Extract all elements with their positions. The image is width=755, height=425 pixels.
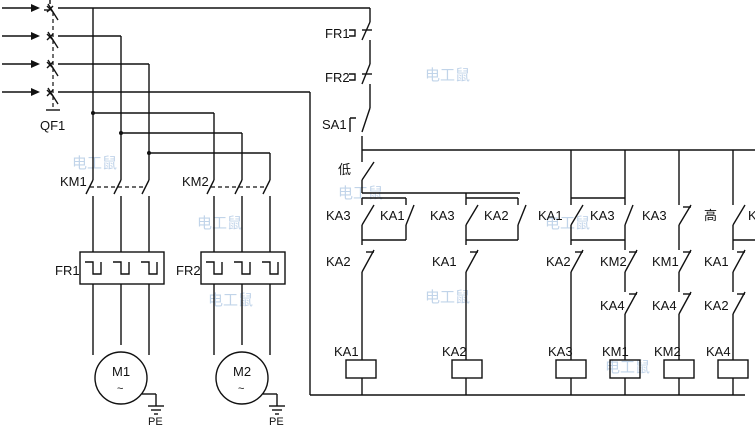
- c6-ka2: KA2: [704, 298, 729, 313]
- watermark-7: 电工鼠: [425, 288, 470, 306]
- m1-ground-label: PE: [148, 416, 163, 425]
- coil-ka4: [717, 359, 749, 379]
- c2-ka1: KA1: [432, 254, 457, 269]
- c5-coil-label: KM2: [654, 344, 681, 359]
- contactor-km2: KM2: [182, 174, 271, 252]
- m1-label: M1: [112, 364, 130, 379]
- high-label: 高: [704, 208, 717, 223]
- breaker-label: QF1: [40, 118, 65, 133]
- c3-ka1: KA1: [538, 208, 563, 223]
- coil-ka2: [451, 359, 483, 379]
- fr2-label: FR2: [176, 263, 201, 278]
- watermark-1: 电工鼠: [425, 66, 470, 84]
- c1-ka1: KA1: [380, 208, 405, 223]
- c1-ka2: KA2: [326, 254, 351, 269]
- c6-ka1: KA1: [704, 254, 729, 269]
- coil-ka3: [555, 359, 587, 379]
- motor-m1: M1 ~ PE: [94, 351, 164, 425]
- fr1-label: FR1: [55, 263, 80, 278]
- overload-fr2: FR2: [176, 251, 286, 355]
- c2-ka3: KA3: [430, 208, 455, 223]
- coil-ka1: [345, 359, 377, 379]
- c3-ka2: KA2: [546, 254, 571, 269]
- c4-coil-label: KM1: [602, 344, 629, 359]
- watermark-4: 电工鼠: [197, 214, 242, 232]
- supply-arrows: [2, 4, 40, 96]
- overload-fr1: FR1: [55, 251, 165, 355]
- ctrl-sa1-label: SA1: [322, 117, 347, 132]
- control-circuit: FR1 FR2 SA1 低 KA3 KA1 KA2: [310, 21, 755, 396]
- low-label: 低: [338, 162, 351, 177]
- c4-km2: KM2: [600, 254, 627, 269]
- watermark-5: 电工鼠: [545, 214, 590, 232]
- power-bus: [58, 7, 371, 395]
- c3-coil-label: KA3: [548, 344, 573, 359]
- watermark-2: 电工鼠: [72, 154, 117, 172]
- c1-coil-label: KA1: [334, 344, 359, 359]
- m2-ground-label: PE: [269, 416, 284, 425]
- m2-label: M2: [233, 364, 251, 379]
- ctrl-fr2-label: FR2: [325, 70, 350, 85]
- c2-coil-label: KA2: [442, 344, 467, 359]
- m1-symbol: ~: [117, 383, 123, 395]
- c5-km1: KM1: [652, 254, 679, 269]
- watermark-8: 电工鼠: [605, 358, 650, 376]
- watermark-6: 电工鼠: [208, 291, 253, 309]
- coil-km2: [663, 359, 695, 379]
- c6-coil-label: KA4: [706, 344, 731, 359]
- km1-label: KM1: [60, 174, 87, 189]
- c1-ka3: KA3: [326, 208, 351, 223]
- c5-ka3: KA3: [642, 208, 667, 223]
- c7-k: K: [748, 208, 755, 223]
- c2-ka2: KA2: [484, 208, 509, 223]
- contactor-km1: KM1: [60, 174, 150, 252]
- km2-label: KM2: [182, 174, 209, 189]
- c3-ka3: KA3: [590, 208, 615, 223]
- c4-ka4: KA4: [600, 298, 625, 313]
- m2-symbol: ~: [238, 383, 244, 395]
- breaker-qf1: QF1: [40, 0, 65, 133]
- ctrl-fr1-label: FR1: [325, 26, 350, 41]
- motor-m2: M2 ~ PE: [215, 351, 285, 425]
- c5-ka4: KA4: [652, 298, 677, 313]
